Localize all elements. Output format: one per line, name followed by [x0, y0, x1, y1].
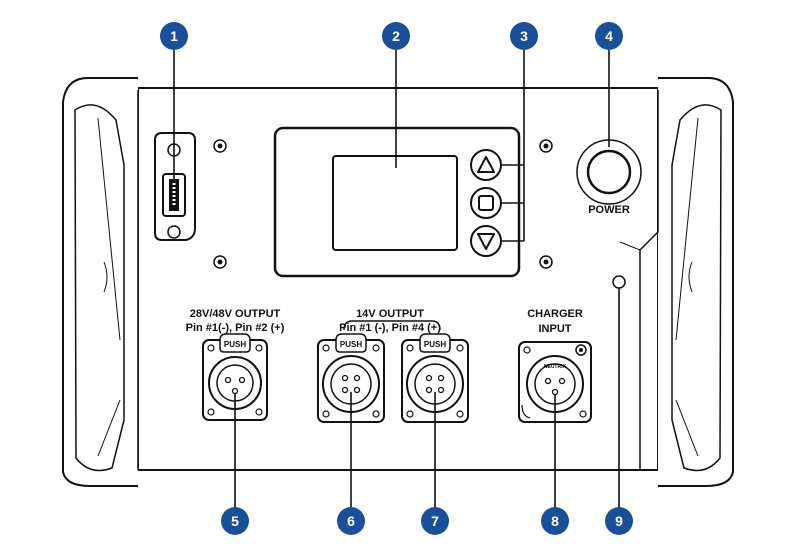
- charger-label-line2: INPUT: [539, 323, 572, 335]
- svg-text:5: 5: [231, 513, 239, 529]
- neutrik-logo: NEUTRIK: [544, 364, 567, 370]
- callout-7: 7: [421, 507, 449, 535]
- callout-1: 1: [160, 22, 188, 50]
- svg-text:6: 6: [347, 513, 355, 529]
- push-label-5: PUSH: [224, 340, 246, 349]
- button-select[interactable]: [470, 187, 502, 219]
- square-icon: [478, 195, 494, 211]
- callout-8: 8: [541, 507, 569, 535]
- svg-text:4: 4: [605, 28, 613, 44]
- button-up[interactable]: [470, 149, 502, 181]
- button-down[interactable]: [470, 225, 502, 257]
- svg-text:8: 8: [551, 513, 559, 529]
- output-28-48-title: 28V/48V OUTPUT: [190, 308, 281, 320]
- leader-lines: [173, 50, 620, 510]
- right-handle: [619, 77, 734, 487]
- triangle-down-icon: [477, 233, 495, 250]
- svg-text:3: 3: [520, 28, 528, 44]
- triangle-up-icon: [477, 156, 495, 173]
- charger-label-line1: CHARGER: [527, 308, 583, 320]
- display-module: [273, 126, 521, 278]
- svg-text:7: 7: [431, 513, 439, 529]
- output-14-pins: Pin #1 (-), Pin #4 (+): [339, 322, 441, 334]
- callout-5: 5: [221, 507, 249, 535]
- callout-4: 4: [595, 22, 623, 50]
- power-button[interactable]: [576, 139, 642, 205]
- power-label: POWER: [588, 204, 630, 216]
- push-label-7: PUSH: [424, 340, 446, 349]
- xlr-output-28-48: [202, 333, 268, 421]
- usb-port: [154, 132, 196, 241]
- left-handle: [62, 77, 139, 487]
- xlr-charger-input: [518, 341, 592, 423]
- callout-2: 2: [382, 22, 410, 50]
- svg-text:9: 9: [615, 513, 623, 529]
- ground-pin: [612, 275, 626, 289]
- screws: [213, 139, 553, 269]
- callout-9: 9: [605, 507, 633, 535]
- output-28-48-pins: Pin #1(-), Pin #2 (+): [186, 322, 285, 334]
- output-14-bracket: [343, 320, 441, 331]
- xlr-output-14-a: [317, 333, 385, 423]
- display-screen: [332, 155, 458, 251]
- callout-6: 6: [337, 507, 365, 535]
- push-label-6: PUSH: [340, 340, 362, 349]
- svg-text:2: 2: [392, 28, 400, 44]
- svg-text:1: 1: [170, 28, 178, 44]
- callout-3: 3: [510, 22, 538, 50]
- output-14-title: 14V OUTPUT: [356, 308, 424, 320]
